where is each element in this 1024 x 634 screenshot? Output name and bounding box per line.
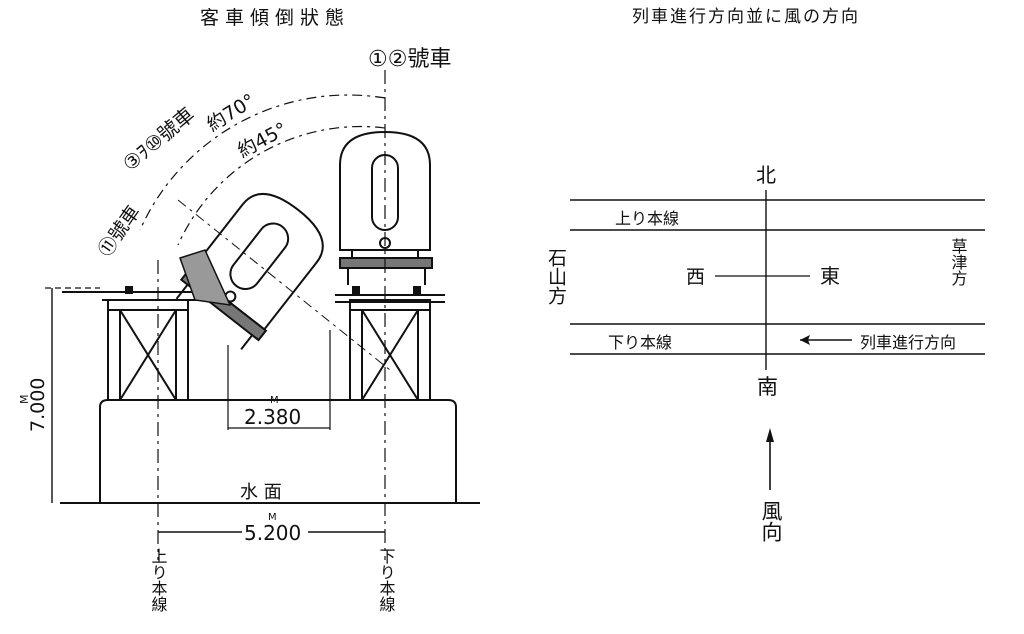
upright-car: [339, 130, 433, 285]
right-direction-label: 草津方: [949, 238, 968, 287]
up-line-label-group: 上り本線: [149, 548, 168, 612]
left-direction-label: 石山方: [545, 248, 567, 305]
west-label: 西: [686, 266, 705, 288]
water-label: 水 面: [240, 482, 282, 503]
south-label: 南: [757, 375, 778, 399]
up-line-label: 上り本線: [149, 548, 168, 612]
left-title: 客車傾倒狀態: [200, 7, 350, 29]
left-trestle: [107, 299, 189, 401]
north-label: 北: [756, 163, 776, 187]
down-line-text: 下り本線: [608, 333, 672, 352]
debris-hatch: [179, 249, 232, 306]
label-car-3-10: ③ｦ⑩號車: [118, 102, 199, 176]
label-car-11: ⑪號車: [94, 202, 145, 261]
span-value: 5.200: [244, 521, 301, 545]
label-angle-70: 約70°: [203, 90, 259, 137]
width-value: 2.380: [244, 405, 301, 429]
arc-70: [139, 94, 386, 231]
wind-label: 風向: [759, 500, 783, 542]
label-angle-45: 約45°: [234, 118, 291, 162]
down-line-label-group: 下り本線: [377, 548, 396, 612]
train-direction-label: 列車進行方向: [860, 333, 956, 352]
pier-base: [99, 399, 457, 503]
height-unit: M: [18, 395, 31, 405]
width-unit: M: [270, 395, 279, 406]
span-unit: M: [268, 512, 277, 523]
height-value: 7.000: [27, 378, 49, 432]
east-label: 東: [820, 264, 840, 288]
right-trestle: [349, 299, 431, 401]
down-line-label: 下り本線: [377, 548, 396, 612]
label-car-1-2: ①②號車: [368, 47, 451, 72]
right-title: 列車進行方向並に風の方向: [632, 7, 860, 27]
up-line-text: 上り本線: [615, 209, 679, 228]
